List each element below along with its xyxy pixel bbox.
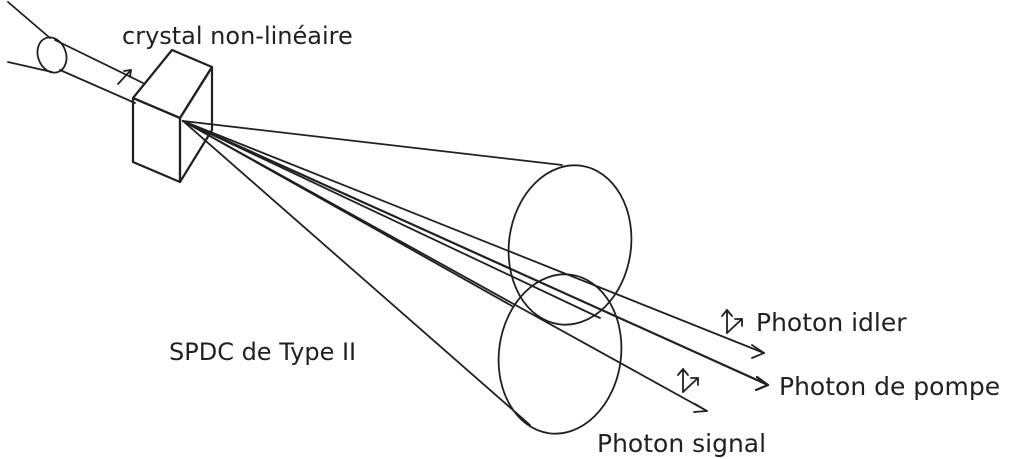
pump-beam-input: [54, 39, 144, 104]
idler-label: Photon idler: [756, 308, 907, 337]
pump-polarization-arrow-icon: [117, 69, 132, 85]
laser-aperture: [36, 36, 68, 74]
nonlinear-crystal: [131, 48, 214, 184]
signal-cone-ellipse: [497, 273, 623, 435]
idler-cone-ellipse: [507, 164, 633, 326]
signal-polarization-arrows-icon: [677, 368, 699, 393]
idler-polarization-arrows-icon: [721, 309, 743, 334]
laser-source: [7, 1, 68, 74]
pump-ray: [181, 119, 770, 392]
crystal-label: crystal non-linéaire: [122, 22, 353, 50]
idler-ray: [182, 120, 765, 359]
signal-ray: [182, 120, 708, 413]
signal-label: Photon signal: [597, 429, 766, 458]
signal-cone: [182, 120, 623, 435]
idler-cone: [182, 120, 633, 326]
pump-label: Photon de pompe: [779, 372, 1000, 401]
process-label: SPDC de Type II: [169, 338, 356, 366]
